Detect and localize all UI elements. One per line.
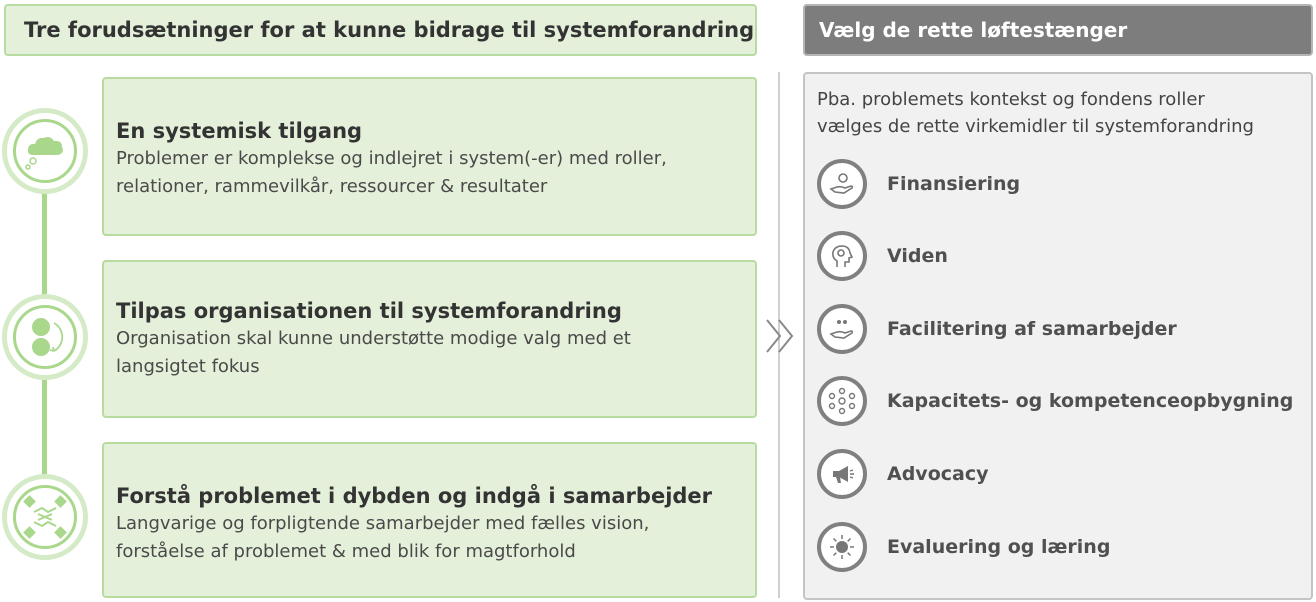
card-title: Forstå problemet i dybden og indgå i sam… <box>116 484 713 508</box>
intro-line: vælges de rette virkemidler til systemfo… <box>817 116 1254 137</box>
circular-arrows-icon <box>2 294 88 380</box>
lever-label: Evaluering og læring <box>887 536 1111 558</box>
network-icon <box>817 376 867 426</box>
lever-advocacy: Advocacy <box>817 448 988 500</box>
right-header: Vælg de rette løftestænger <box>803 4 1313 56</box>
lever-viden: Viden <box>817 230 948 282</box>
card-title: Tilpas organisationen til systemforandri… <box>116 299 622 323</box>
lever-label: Kapacitets- og kompetenceopbygning <box>887 390 1294 412</box>
hand-people-icon <box>817 304 867 354</box>
card-description-line: langsigtet fokus <box>116 356 260 377</box>
lever-label: Viden <box>887 245 948 267</box>
megaphone-icon <box>817 449 867 499</box>
head-gears-icon <box>817 231 867 281</box>
card-description-line: Organisation skal kunne understøtte modi… <box>116 328 631 349</box>
card-title: En systemisk tilgang <box>116 119 363 143</box>
lever-label: Facilitering af samarbejder <box>887 318 1177 340</box>
left-header: Tre forudsætninger for at kunne bidrage … <box>4 4 757 56</box>
levers-panel: Pba. problemets kontekst og fondens roll… <box>803 72 1313 600</box>
lever-label: Advocacy <box>887 463 989 485</box>
thought-cloud-icon <box>2 108 88 194</box>
prerequisite-card-organisation: Tilpas organisationen til systemforandri… <box>102 260 757 418</box>
lever-label: Finansiering <box>887 173 1021 195</box>
lever-facilitering: Facilitering af samarbejder <box>817 303 1177 355</box>
lever-finansiering: Finansiering <box>817 158 1020 210</box>
prerequisite-card-systemic: En systemisk tilgang Problemer er komple… <box>102 77 757 236</box>
prerequisite-card-collaboration: Forstå problemet i dybden og indgå i sam… <box>102 442 757 598</box>
card-description-line: forståelse af problemet & med blik for m… <box>116 541 576 562</box>
money-hand-icon <box>817 159 867 209</box>
lever-evaluering: Evaluering og læring <box>817 521 1110 573</box>
card-description-line: relationer, rammevilkår, ressourcer & re… <box>116 176 548 197</box>
sun-gear-icon <box>817 522 867 572</box>
card-description-line: Problemer er komplekse og indlejret i sy… <box>116 148 667 169</box>
levers-intro: Pba. problemets kontekst og fondens roll… <box>817 86 1307 140</box>
lever-kapacitet: Kapacitets- og kompetenceopbygning <box>817 375 1293 427</box>
handshake-icon <box>2 474 88 560</box>
double-chevron-right-icon <box>764 318 798 358</box>
intro-line: Pba. problemets kontekst og fondens roll… <box>817 89 1205 110</box>
card-description-line: Langvarige og forpligtende samarbejder m… <box>116 513 650 534</box>
